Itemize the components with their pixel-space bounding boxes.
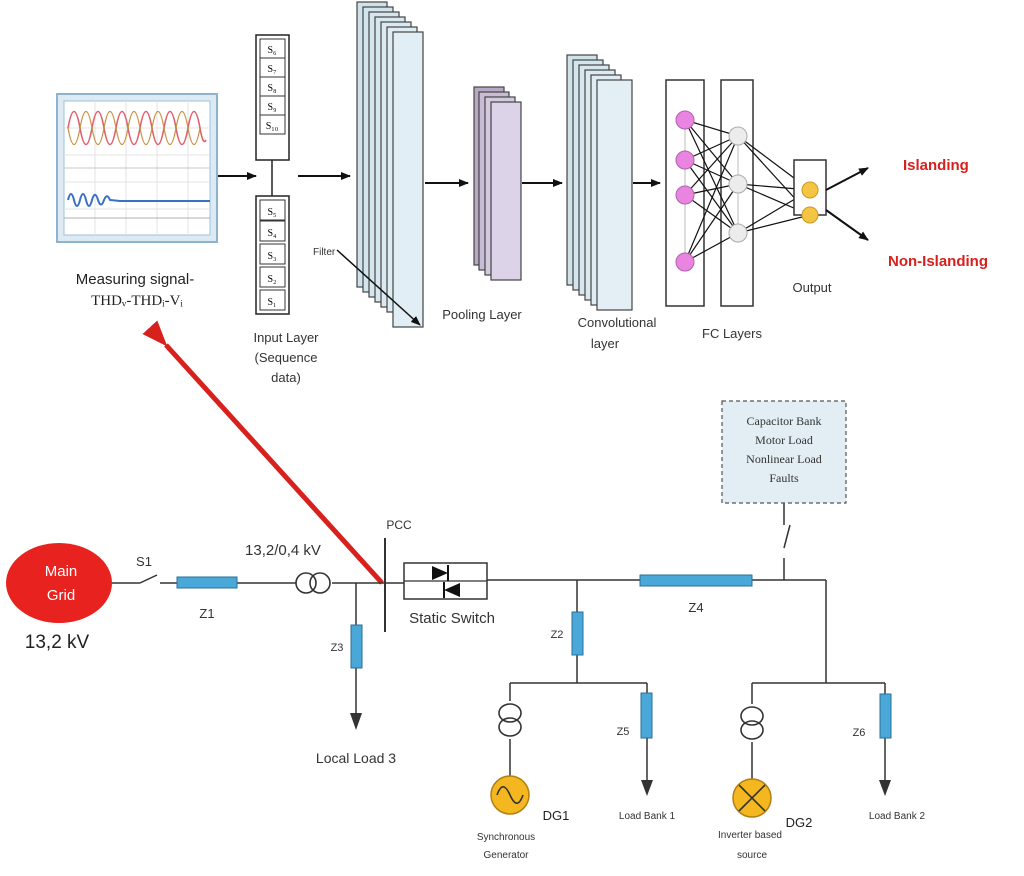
impedance-z5 [640, 692, 653, 739]
dg2-transformer [740, 706, 764, 740]
load-box-item: Nonlinear Load [746, 452, 822, 466]
measurement-arrow [142, 320, 384, 585]
input-cell: S₆ [267, 45, 277, 56]
input-cell: S₃ [267, 251, 276, 262]
load-bank-1-arrow [641, 780, 653, 796]
input-layer-label-1: Input Layer [253, 330, 319, 345]
fc-node [728, 126, 748, 146]
main-grid-source [6, 543, 112, 623]
fc-layers [665, 79, 811, 307]
impedance-z4 [639, 574, 753, 587]
z6-label: Z6 [853, 727, 866, 739]
pcc-label: PCC [386, 518, 412, 532]
sync-gen-label-2: Generator [483, 850, 529, 861]
z4-label: Z4 [688, 600, 703, 615]
conv-label-2: layer [591, 336, 620, 351]
load-bank-2-arrow [879, 780, 891, 796]
impedance-z6 [879, 693, 892, 739]
conv-label-1: Convolutional [578, 315, 657, 330]
transformer-label: 13,2/0,4 kV [245, 542, 321, 559]
main-grid-voltage: 13,2 kV [25, 632, 90, 653]
measuring-signal-plot [56, 93, 218, 243]
main-grid-label-1: Main [45, 563, 78, 580]
main-transformer [295, 572, 331, 594]
load-condition-box [721, 400, 847, 504]
local-load-label: Local Load 3 [316, 750, 396, 766]
impedance-z3 [350, 624, 363, 669]
inverter-label-1: Inverter based [718, 830, 782, 841]
signal-label-line1: Measuring signal- [76, 271, 194, 288]
input-cell: S₅ [267, 207, 276, 218]
input-cell: S₈ [267, 83, 277, 94]
impedance-z1 [176, 576, 238, 589]
load-box-item: Capacitor Bank [747, 414, 822, 428]
arrow-to-islanding [825, 167, 869, 191]
second-conv-stack [566, 54, 633, 311]
input-cell: S₇ [267, 64, 276, 75]
main-grid-label-2: Grid [47, 587, 75, 604]
z5-label: Z5 [617, 726, 630, 738]
pooling-label: Pooling Layer [442, 307, 522, 322]
fc-label: FC Layers [702, 326, 762, 341]
z3-label: Z3 [331, 642, 344, 654]
sine-wave-icon [496, 785, 524, 805]
fc-node [675, 185, 695, 205]
fc-node [675, 110, 695, 130]
arrow-to-non-islanding [825, 209, 869, 241]
z2-label: Z2 [551, 629, 564, 641]
input-layer [255, 34, 290, 315]
filter-label: Filter [313, 247, 336, 258]
load-box-item: Motor Load [755, 433, 813, 447]
load-bank-2-label: Load Bank 2 [869, 811, 926, 822]
z1-label: Z1 [199, 606, 214, 621]
signal-label-line2: THDᵥ-THDᵢ-Vᵢ [91, 293, 183, 309]
first-conv-stack [356, 1, 424, 328]
non-islanding-label: Non-Islanding [888, 253, 988, 270]
bus-lines [112, 503, 886, 782]
input-cell: S₂ [267, 274, 276, 285]
input-cell: S₄ [267, 228, 277, 239]
static-switch-label: Static Switch [409, 610, 495, 627]
impedance-z2 [571, 611, 584, 656]
dg1-label: DG1 [543, 808, 570, 823]
input-cell: S₉ [267, 102, 277, 113]
input-cell: S₁₀ [266, 121, 279, 132]
input-layer-label-2: (Sequence [255, 350, 318, 365]
load-bank-1-label: Load Bank 1 [619, 811, 676, 822]
sync-gen-label-1: Synchronous [477, 832, 535, 843]
filter-arrow [336, 249, 421, 326]
input-layer-label-3: data) [271, 370, 301, 385]
fc-node [728, 223, 748, 243]
input-cell: S₁ [267, 297, 276, 308]
load-box-item: Faults [769, 471, 799, 485]
static-switch [403, 562, 488, 600]
cross-icon [738, 784, 766, 812]
inverter-label-2: source [737, 850, 767, 861]
fc-node [675, 150, 695, 170]
local-load-arrow [350, 713, 362, 730]
dg2-label: DG2 [786, 815, 813, 830]
pooling-layer [473, 86, 522, 281]
output-label: Output [792, 280, 831, 295]
fc-node [728, 174, 748, 194]
fc-node [675, 252, 695, 272]
switch-s1-label: S1 [136, 554, 152, 569]
output-layer [793, 159, 827, 224]
dg1-transformer [498, 703, 522, 737]
islanding-label: Islanding [903, 157, 969, 174]
